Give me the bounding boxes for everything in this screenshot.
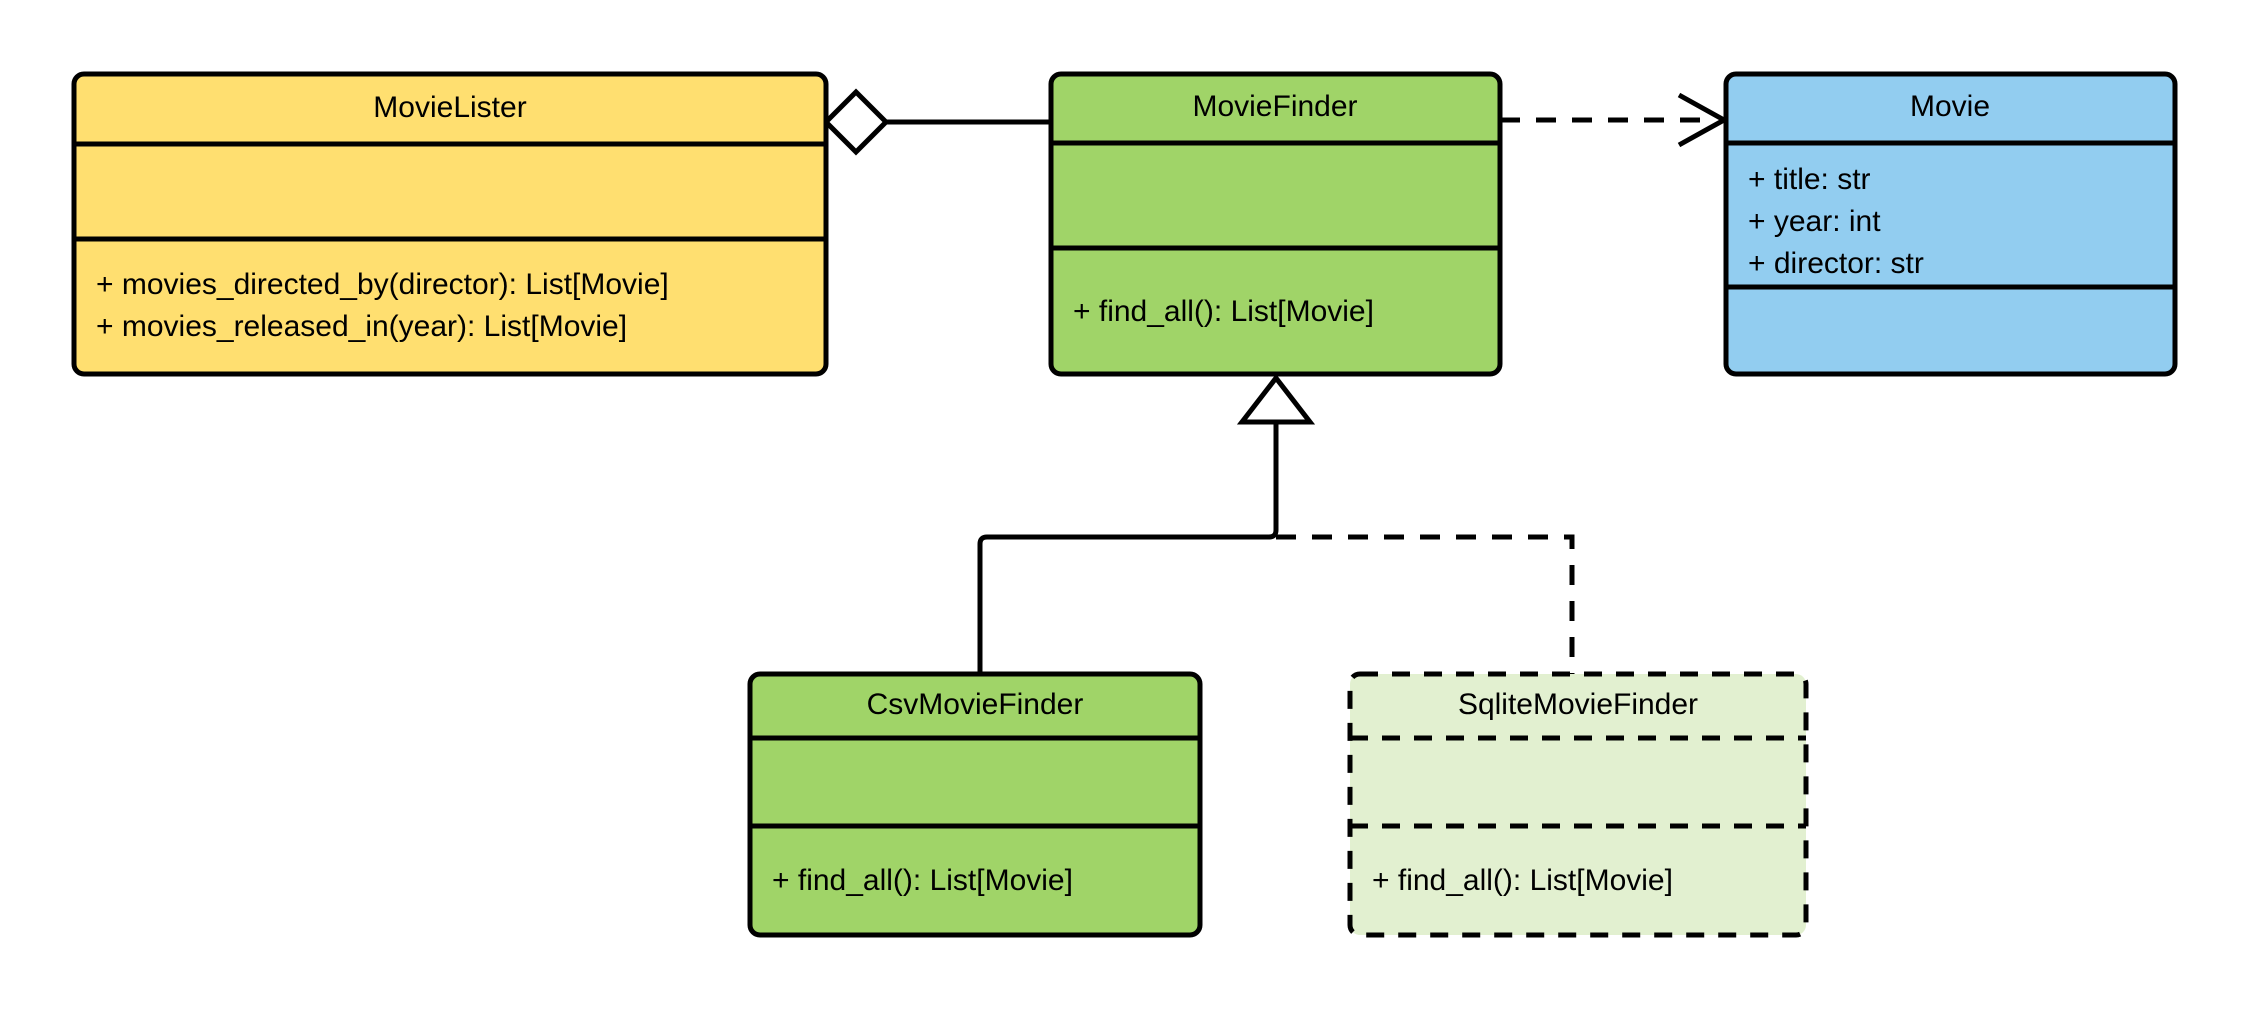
movie-lister-frame	[71, 71, 829, 377]
movie-finder-method-0: + find_all(): List[Movie]	[1073, 295, 1374, 328]
movie-attribute-2: + director: str	[1748, 247, 1924, 280]
relationship-generalization-csv-finder[interactable]	[977, 420, 1279, 674]
generalization-head-group[interactable]	[1236, 373, 1316, 425]
class-box-csv-movie-finder[interactable]: CsvMovieFinder + find_all(): List[Movie]	[747, 671, 1203, 938]
class-box-movie[interactable]: Movie + title: str + year: int + directo…	[1723, 71, 2178, 377]
relationship-dependency-finder-movie[interactable]	[1500, 92, 1730, 148]
relationship-aggregation-lister-finder[interactable]	[822, 88, 1051, 156]
movie-finder-title: MovieFinder	[1192, 90, 1357, 123]
csv-movie-finder-title: CsvMovieFinder	[867, 688, 1084, 721]
sqlite-movie-finder-title: SqliteMovieFinder	[1458, 688, 1698, 721]
generalization-line-csv	[977, 420, 1279, 674]
movie-attribute-0: + title: str	[1748, 163, 1871, 196]
relationship-generalization-sqlite-finder[interactable]	[1276, 534, 1575, 674]
movie-lister-method-1: + movies_released_in(year): List[Movie]	[96, 310, 627, 343]
movie-lister-title: MovieLister	[373, 91, 526, 124]
sqlite-movie-finder-method-0: + find_all(): List[Movie]	[1372, 864, 1673, 897]
class-box-sqlite-movie-finder[interactable]: SqliteMovieFinder + find_all(): List[Mov…	[1347, 671, 1809, 938]
movie-title: Movie	[1910, 90, 1990, 123]
movie-frame	[1723, 71, 2178, 377]
class-box-movie-finder[interactable]: MovieFinder + find_all(): List[Movie]	[1048, 71, 1503, 377]
csv-movie-finder-method-0: + find_all(): List[Movie]	[772, 864, 1073, 897]
hollow-triangle-icon	[1236, 373, 1316, 425]
generalization-line-sqlite	[1276, 534, 1575, 674]
class-box-movie-lister[interactable]: MovieLister + movies_directed_by(directo…	[71, 71, 829, 377]
movie-finder-frame	[1048, 71, 1503, 377]
movie-attribute-1: + year: int	[1748, 205, 1881, 238]
hollow-diamond-icon	[822, 88, 890, 156]
movie-lister-method-0: + movies_directed_by(director): List[Mov…	[96, 268, 669, 301]
